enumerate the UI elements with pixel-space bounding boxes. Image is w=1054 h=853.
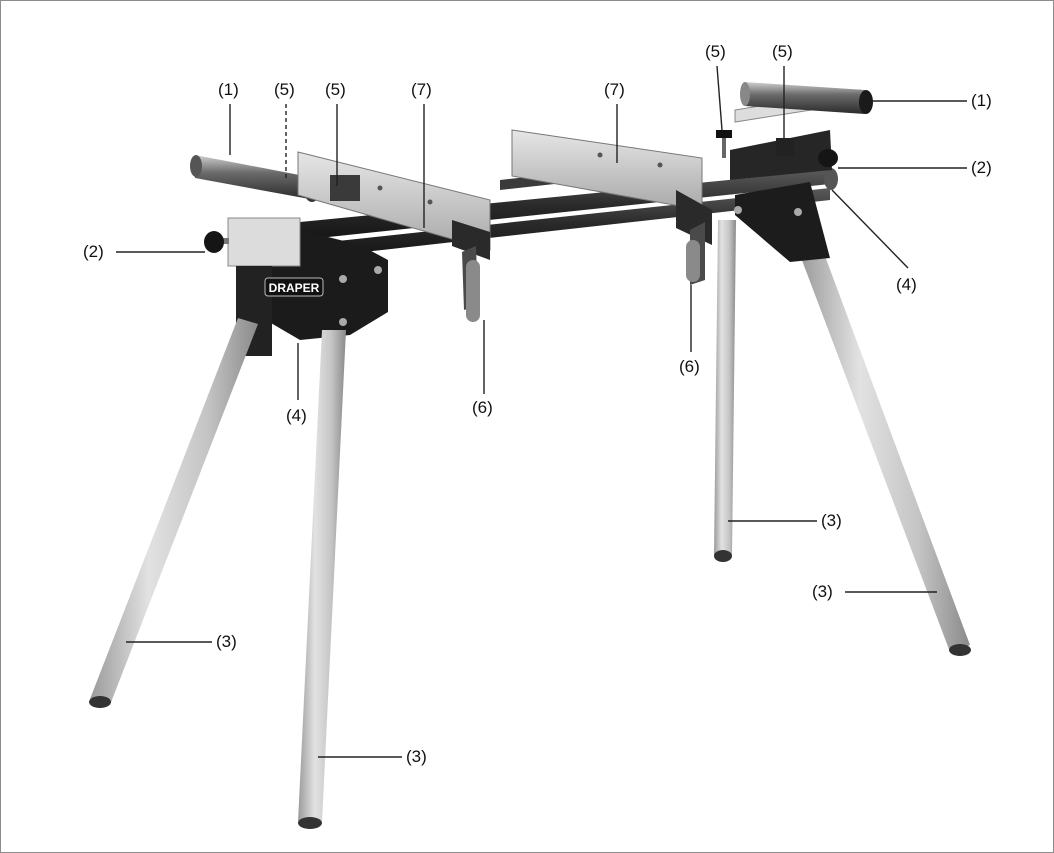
- brand-text: DRAPER: [269, 281, 320, 295]
- left-locking-knob: [204, 231, 229, 253]
- callout-lever-left: (6): [472, 398, 493, 417]
- front-right-leg: [800, 248, 971, 656]
- right-stop-knobs: [716, 130, 794, 158]
- callout-lever-right: (6): [679, 357, 700, 376]
- leader-lines: [116, 65, 967, 758]
- callout-stop-left: (5): [325, 80, 346, 99]
- front-center-leg: [298, 330, 346, 829]
- callout-leg-front-left: (3): [216, 632, 237, 651]
- right-mounting-bracket: [511, 129, 712, 245]
- callout-leg-front-center: (3): [406, 747, 427, 766]
- callout-leg-front-right: (3): [812, 582, 833, 601]
- callout-knob-right: (2): [971, 158, 992, 177]
- back-right-leg: [714, 220, 736, 562]
- callout-knob-left: (2): [83, 242, 104, 261]
- callout-stop-right-a: (5): [705, 42, 726, 61]
- callout-stop-left-dashed: (5): [274, 80, 295, 99]
- brand-plate: DRAPER: [264, 277, 324, 297]
- callout-bracket-right: (4): [896, 275, 917, 294]
- callout-mount-left: (7): [411, 80, 432, 99]
- callout-roller-right: (1): [971, 91, 992, 110]
- callout-leg-back-right: (3): [821, 511, 842, 530]
- left-mounting-bracket: [297, 151, 491, 260]
- right-release-lever: [686, 222, 705, 285]
- callout-roller-left: (1): [218, 80, 239, 99]
- left-release-lever: [462, 246, 480, 322]
- right-locking-knob: [818, 149, 838, 167]
- callout-bracket-left: (4): [286, 406, 307, 425]
- front-left-leg: [89, 318, 258, 708]
- callout-stop-right-b: (5): [772, 42, 793, 61]
- right-roller: [740, 82, 873, 114]
- callout-mount-right: (7): [604, 80, 625, 99]
- left-end-bracket: DRAPER: [227, 217, 388, 356]
